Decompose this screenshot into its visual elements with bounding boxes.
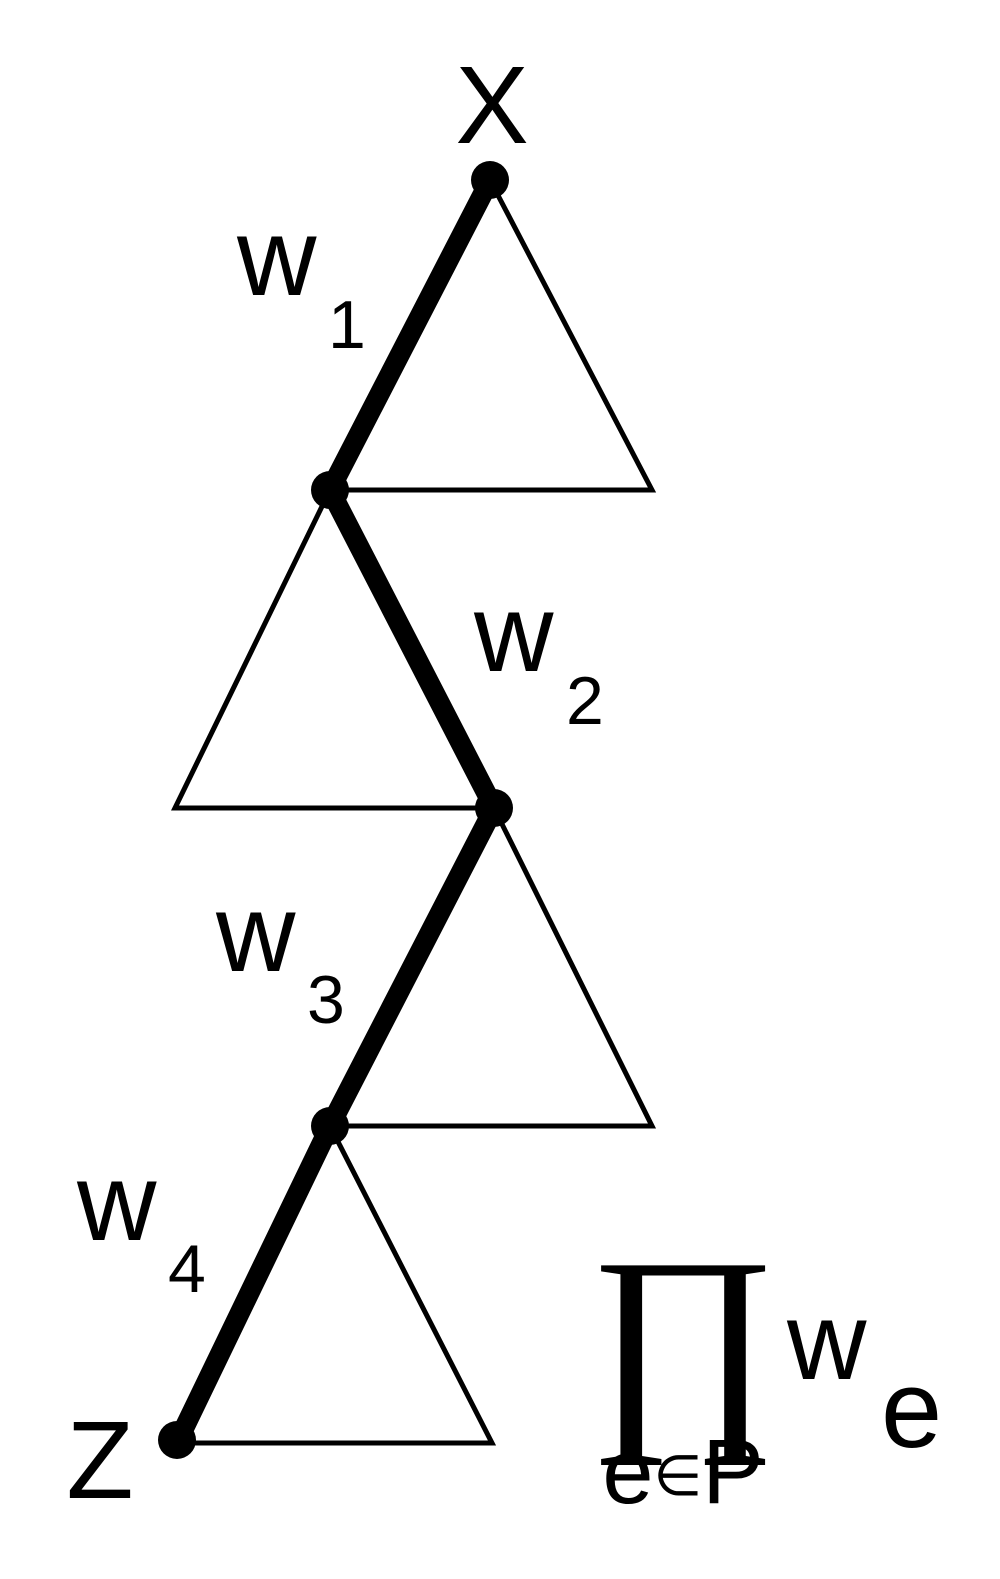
- subtree-triangle-3: [325, 802, 657, 1129]
- product-factor: w: [786, 1280, 867, 1403]
- product-index-rel: ∈: [654, 1444, 703, 1509]
- edge-weight-3: w 3: [215, 872, 345, 1038]
- edge-weight-4-symbol: w: [76, 1141, 157, 1264]
- path-edges: [167, 170, 504, 1453]
- edge-weight-3-symbol: w: [215, 872, 296, 995]
- subtree-triangle-4: [173, 1120, 497, 1446]
- product-operator: ∏: [588, 1211, 777, 1466]
- subtree-triangles: [171, 174, 657, 1446]
- node-label-z: Z: [66, 1399, 133, 1522]
- node-x-dot: [471, 161, 509, 199]
- edge-weight-1: w 1: [236, 196, 366, 363]
- path-nodes: [158, 161, 513, 1459]
- product-index-set: P: [702, 1421, 763, 1523]
- edge-weight-4-subscript: 4: [168, 1231, 206, 1307]
- node-dot-3: [475, 789, 513, 827]
- edge-weight-1-subscript: 1: [328, 287, 366, 363]
- edge-weight-4: w 4: [76, 1141, 206, 1307]
- node-label-x: X: [455, 44, 528, 167]
- edge-weight-3-subscript: 3: [307, 962, 345, 1038]
- node-z-dot: [158, 1421, 196, 1459]
- edge-weight-2: w 2: [473, 572, 604, 739]
- edge-weight-2-symbol: w: [473, 572, 554, 695]
- product-index: e∈P: [602, 1421, 763, 1523]
- edge-weight-2-subscript: 2: [566, 663, 604, 739]
- subtree-triangle-1: [325, 174, 657, 493]
- edge-weight-1-symbol: w: [236, 196, 317, 319]
- product-index-var: e: [602, 1421, 653, 1523]
- product-formula: ∏ e∈P w e: [588, 1211, 942, 1523]
- node-dot-4: [311, 1107, 349, 1145]
- node-dot-2: [311, 471, 349, 509]
- product-factor-subscript: e: [881, 1348, 942, 1471]
- subtree-triangle-2: [171, 484, 499, 811]
